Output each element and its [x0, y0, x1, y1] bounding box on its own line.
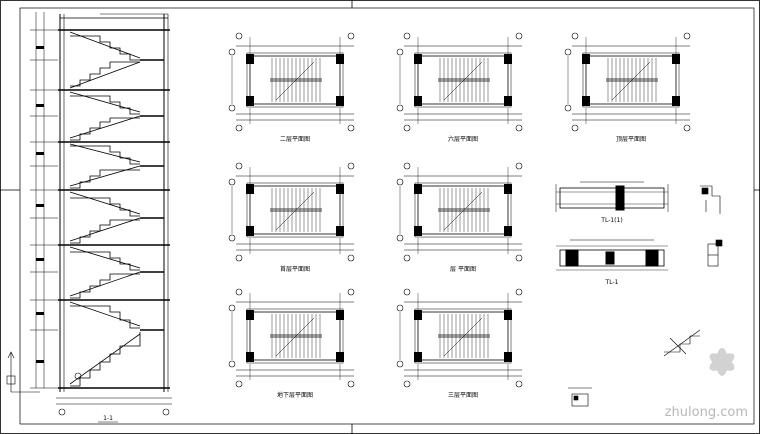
watermark-text: zhulong.com: [665, 405, 748, 420]
plan-caption-b1: 地下层平面图: [277, 391, 313, 399]
beam-detail-1-caption: TL-1(1): [600, 217, 622, 224]
section-detail-b: [707, 239, 723, 267]
beam-detail-2: [556, 239, 668, 271]
plan-caption-3f: 三层平面图: [448, 392, 478, 399]
watermark-logo-icon: [709, 348, 735, 376]
inner-frame: [19, 7, 755, 425]
elevation-marks: [36, 46, 44, 363]
plan-caption-typ: 层 平面图: [450, 266, 476, 273]
plan-caption-top: 顶层平面图: [616, 136, 646, 143]
section-detail-a: [700, 185, 721, 214]
north-arrow-icon: [6, 351, 40, 393]
beam-detail-2-caption: TL-1: [605, 279, 619, 286]
stair-section: [30, 12, 172, 416]
section-caption: 1-1: [103, 415, 113, 422]
plan-caption-1f: 首层平面图: [280, 265, 310, 273]
plan-caption-2f: 二层平面图: [280, 136, 310, 143]
beam-detail-1: [555, 181, 669, 212]
plan-caption-6f: 六层平面图: [448, 135, 478, 143]
small-section-detail: [568, 387, 592, 407]
stair-node-detail: [663, 329, 701, 357]
